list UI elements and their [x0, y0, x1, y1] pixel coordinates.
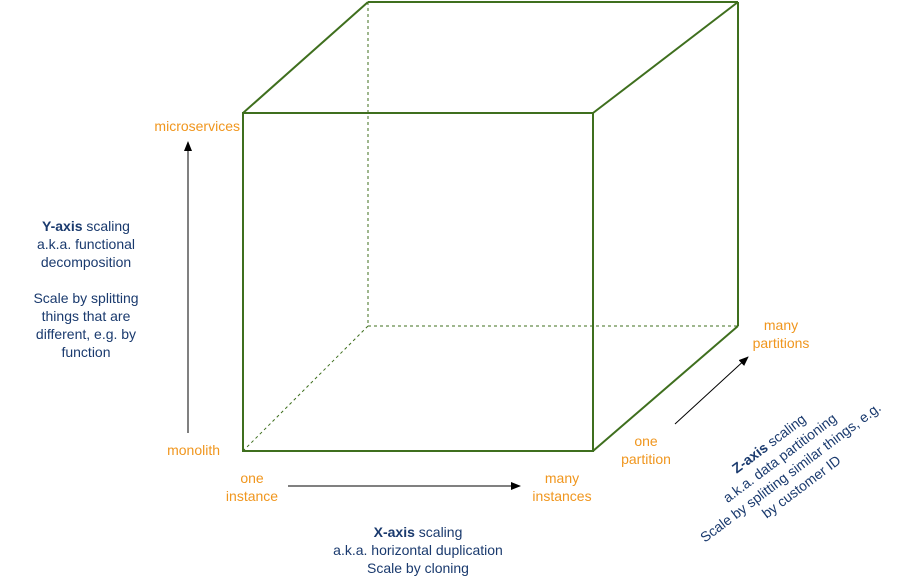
y-axis-subtitle-line: decomposition: [40, 254, 132, 270]
x-axis-title: X-axis scaling: [373, 524, 463, 540]
y-axis-low-label: monolith: [167, 442, 220, 458]
cube-visible-edges: [242, 1, 739, 452]
y-axis-desc-line: different, e.g. by: [35, 326, 137, 342]
x-axis-description: X-axis scaling a.k.a. horizontal duplica…: [298, 523, 538, 577]
y-axis-high-label: microservices: [154, 118, 240, 134]
cube-hidden-edges: [242, 2, 738, 452]
y-axis-desc-line: function: [61, 344, 111, 360]
x-axis-subtitle: a.k.a. horizontal duplication: [333, 542, 503, 558]
y-axis-desc-line: things that are: [41, 308, 131, 324]
y-axis-title: Y-axis scaling: [42, 218, 130, 234]
y-axis-description: Y-axis scaling a.k.a. functional decompo…: [8, 217, 164, 361]
y-axis-subtitle-line: a.k.a. functional: [36, 236, 136, 252]
x-axis-desc: Scale by cloning: [367, 560, 469, 576]
z-axis-arrow: [674, 356, 749, 425]
y-axis-desc-line: Scale by splitting: [33, 290, 139, 306]
